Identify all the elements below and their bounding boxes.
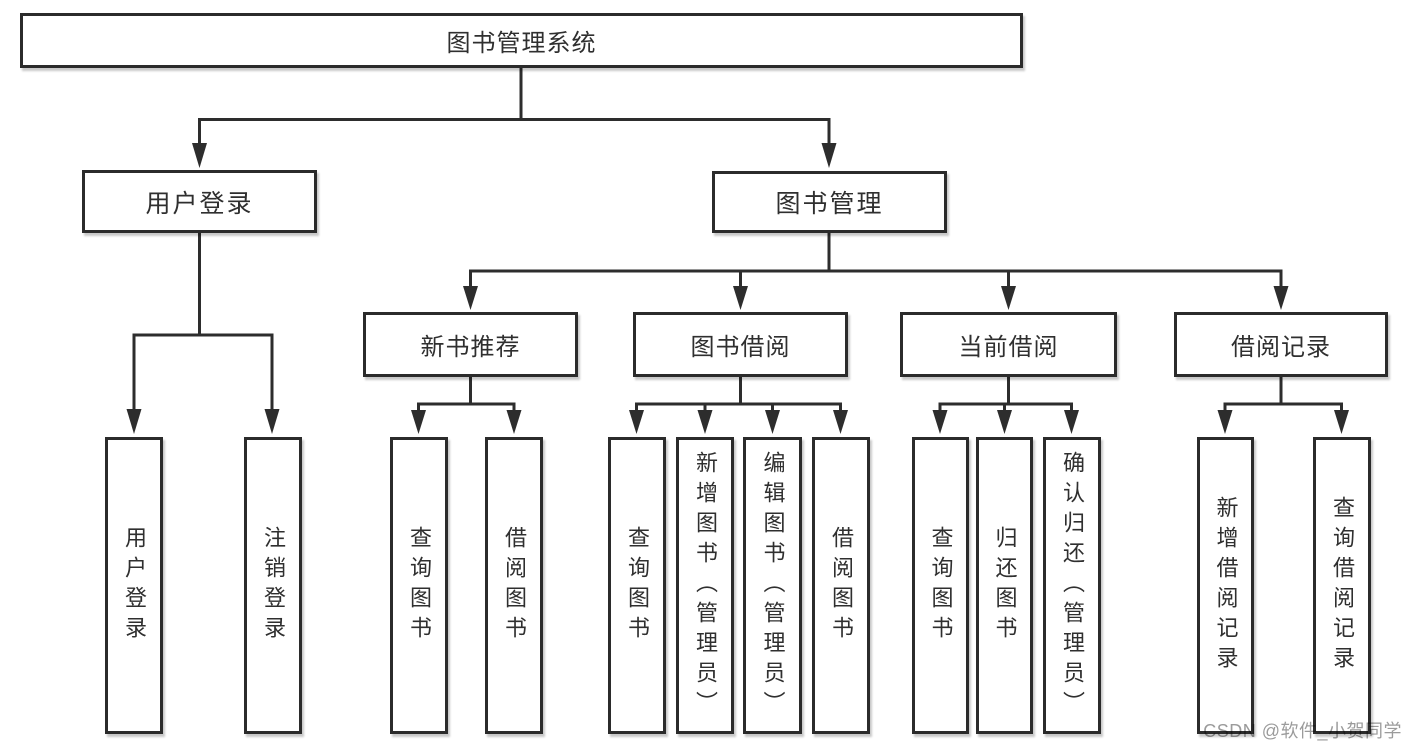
arrowheads xyxy=(126,143,1349,434)
node-borrow-records: 借阅记录 xyxy=(1174,312,1388,377)
leaf-user-login-label: 用户登录 xyxy=(122,525,147,646)
leaf-edit-book-admin: 编辑图书（管理员） xyxy=(743,437,802,734)
leaf-add-borrow-record: 新增借阅记录 xyxy=(1197,437,1254,734)
leaf-confirm-return-admin-label: 确认归还（管理员） xyxy=(1060,450,1085,721)
leaf-add-borrow-record-label: 新增借阅记录 xyxy=(1213,495,1239,676)
node-current-borrow: 当前借阅 xyxy=(900,312,1117,377)
node-new-book-recommend: 新书推荐 xyxy=(363,312,578,377)
node-user-login: 用户登录 xyxy=(82,170,317,233)
leaf-user-login: 用户登录 xyxy=(105,437,163,734)
node-current-borrow-label: 当前借阅 xyxy=(958,334,1059,361)
node-borrow-records-label: 借阅记录 xyxy=(1231,334,1331,361)
watermark: CSDN @软件_小贺同学 xyxy=(1203,721,1402,741)
leaf-confirm-return-admin: 确认归还（管理员） xyxy=(1043,437,1101,734)
leaf-query-books-current-label: 查询图书 xyxy=(928,525,954,646)
leaf-add-book-admin-label: 新增图书（管理员） xyxy=(693,450,718,721)
leaf-query-books-borrow: 查询图书 xyxy=(608,437,666,734)
leaf-logout: 注销登录 xyxy=(244,437,302,734)
leaf-borrow-books: 借阅图书 xyxy=(812,437,870,734)
leaf-query-books-borrow-label: 查询图书 xyxy=(625,525,650,646)
leaf-query-books-recommend: 查询图书 xyxy=(390,437,448,734)
node-root: 图书管理系统 xyxy=(20,13,1023,68)
leaf-edit-book-admin-label: 编辑图书（管理员） xyxy=(760,450,786,721)
leaf-borrow-books-recommend: 借阅图书 xyxy=(485,437,543,734)
node-book-borrow: 图书借阅 xyxy=(633,312,848,377)
node-root-label: 图书管理系统 xyxy=(446,30,597,57)
node-book-borrow-label: 图书借阅 xyxy=(690,334,791,361)
node-new-book-recommend-label: 新书推荐 xyxy=(420,334,521,361)
leaf-query-borrow-record: 查询借阅记录 xyxy=(1313,437,1371,734)
node-user-login-label: 用户登录 xyxy=(145,189,254,218)
leaf-add-book-admin: 新增图书（管理员） xyxy=(676,437,734,734)
node-book-management: 图书管理 xyxy=(712,171,947,233)
leaf-query-books-current: 查询图书 xyxy=(912,437,969,734)
leaf-return-books: 归还图书 xyxy=(976,437,1033,734)
leaf-return-books-label: 归还图书 xyxy=(992,525,1018,646)
leaf-query-books-recommend-label: 查询图书 xyxy=(407,525,432,646)
leaf-borrow-books-recommend-label: 借阅图书 xyxy=(502,525,527,646)
leaf-borrow-books-label: 借阅图书 xyxy=(829,525,854,646)
leaf-logout-label: 注销登录 xyxy=(261,525,286,646)
leaf-query-borrow-record-label: 查询借阅记录 xyxy=(1330,495,1355,676)
node-book-management-label: 图书管理 xyxy=(775,190,884,218)
